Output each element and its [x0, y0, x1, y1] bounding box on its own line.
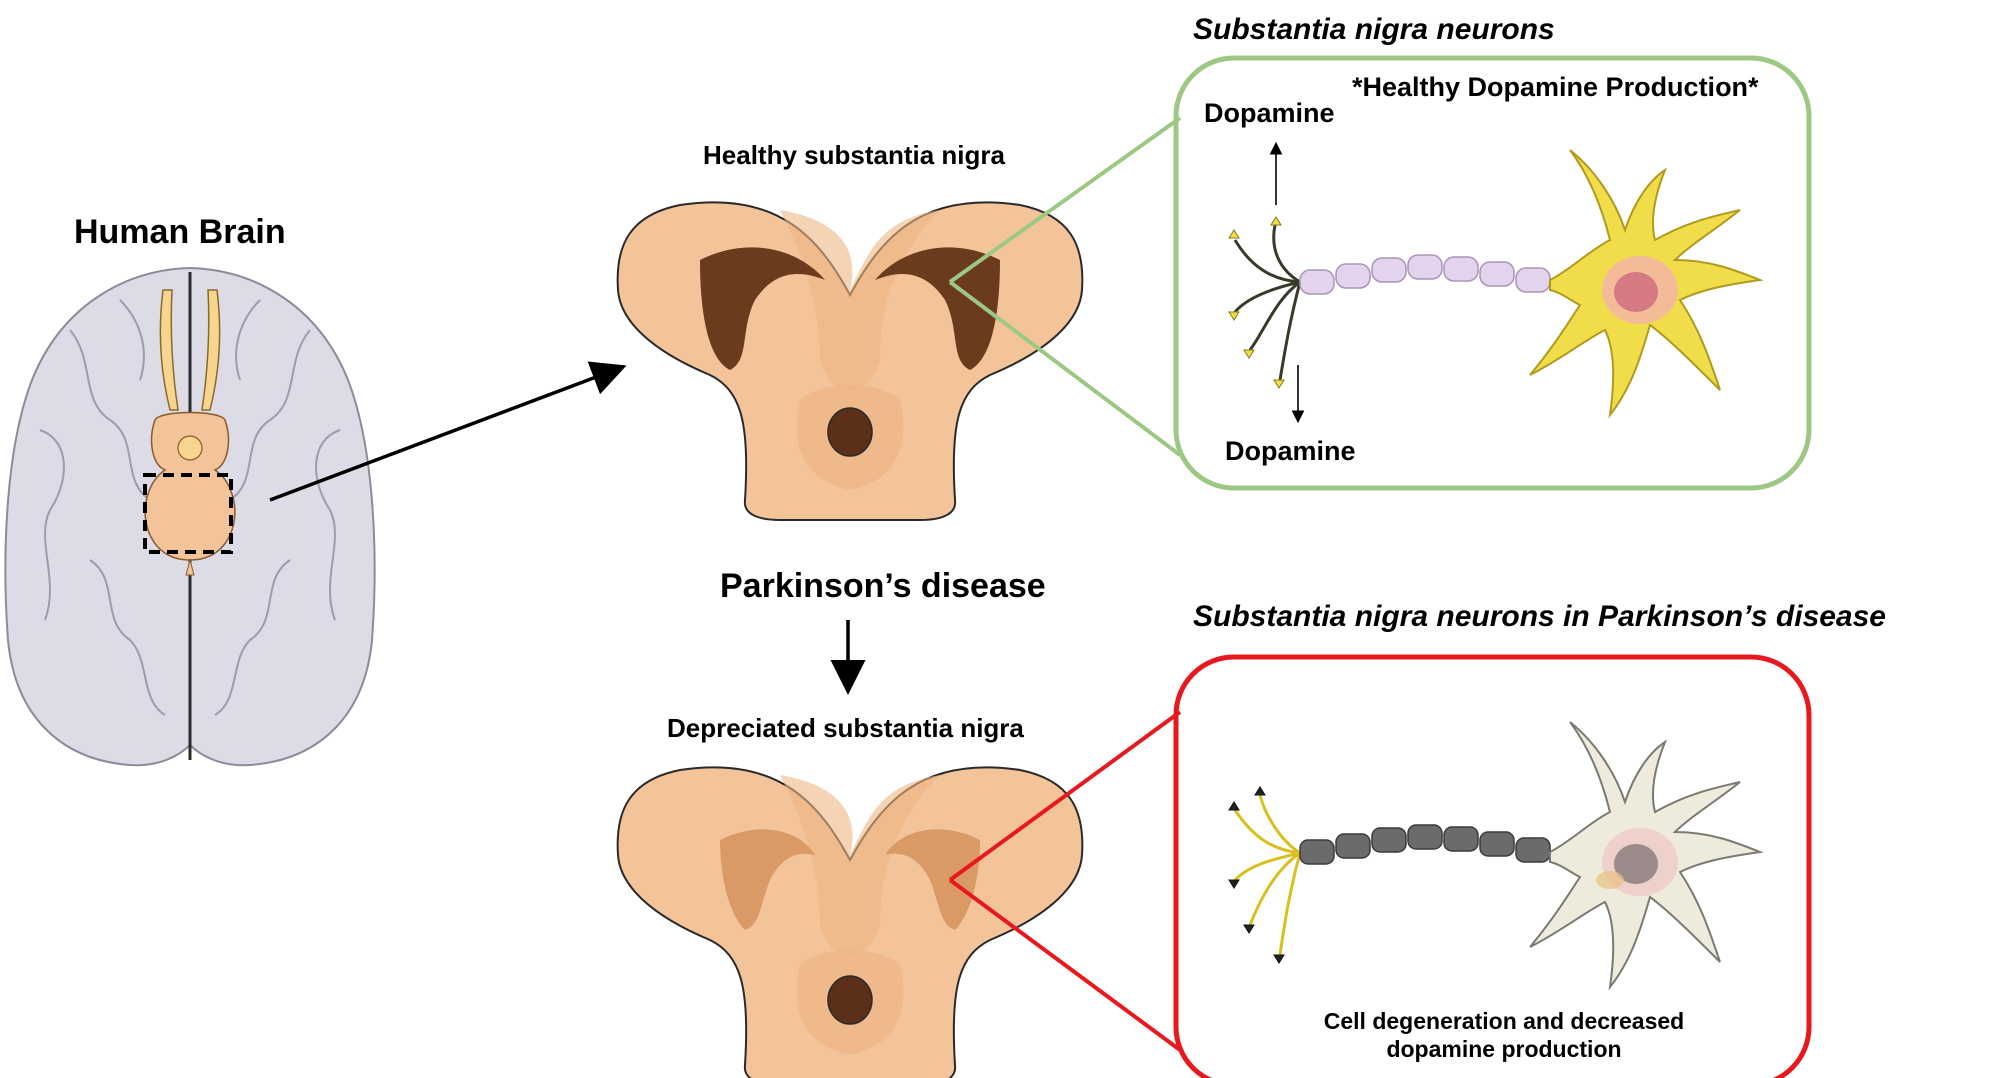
healthy-sn-label: Healthy substantia nigra	[703, 140, 1005, 170]
sn-neurons-title: Substantia nigra neurons	[1193, 13, 1555, 46]
parkinsons-label: Parkinson’s disease	[720, 567, 1046, 605]
depreciated-sn-label: Depreciated substantia nigra	[667, 713, 1024, 743]
dopamine-bottom-label: Dopamine	[1225, 436, 1356, 466]
sn-neurons-pd-title: Substantia nigra neurons in Parkinson’s …	[1193, 600, 1886, 633]
dopamine-top-label: Dopamine	[1204, 98, 1335, 128]
healthy-neuron-panel	[948, 55, 1812, 491]
healthy-midbrain	[616, 201, 1084, 521]
degeneration-caption: Cell degeneration and decreased dopamine…	[1298, 1007, 1710, 1063]
healthy-production-label: *Healthy Dopamine Production*	[1352, 72, 1759, 102]
brain-illustration	[4, 266, 376, 767]
degeneration-line-2: dopamine production	[1386, 1036, 1622, 1062]
region-highlight-box	[143, 473, 233, 554]
arrow-to-healthy	[269, 361, 627, 502]
human-brain-label: Human Brain	[74, 213, 286, 251]
depreciated-midbrain	[616, 766, 1084, 1078]
degeneration-line-1: Cell degeneration and decreased	[1323, 1008, 1685, 1034]
disease-neuron-panel	[948, 654, 1812, 1078]
